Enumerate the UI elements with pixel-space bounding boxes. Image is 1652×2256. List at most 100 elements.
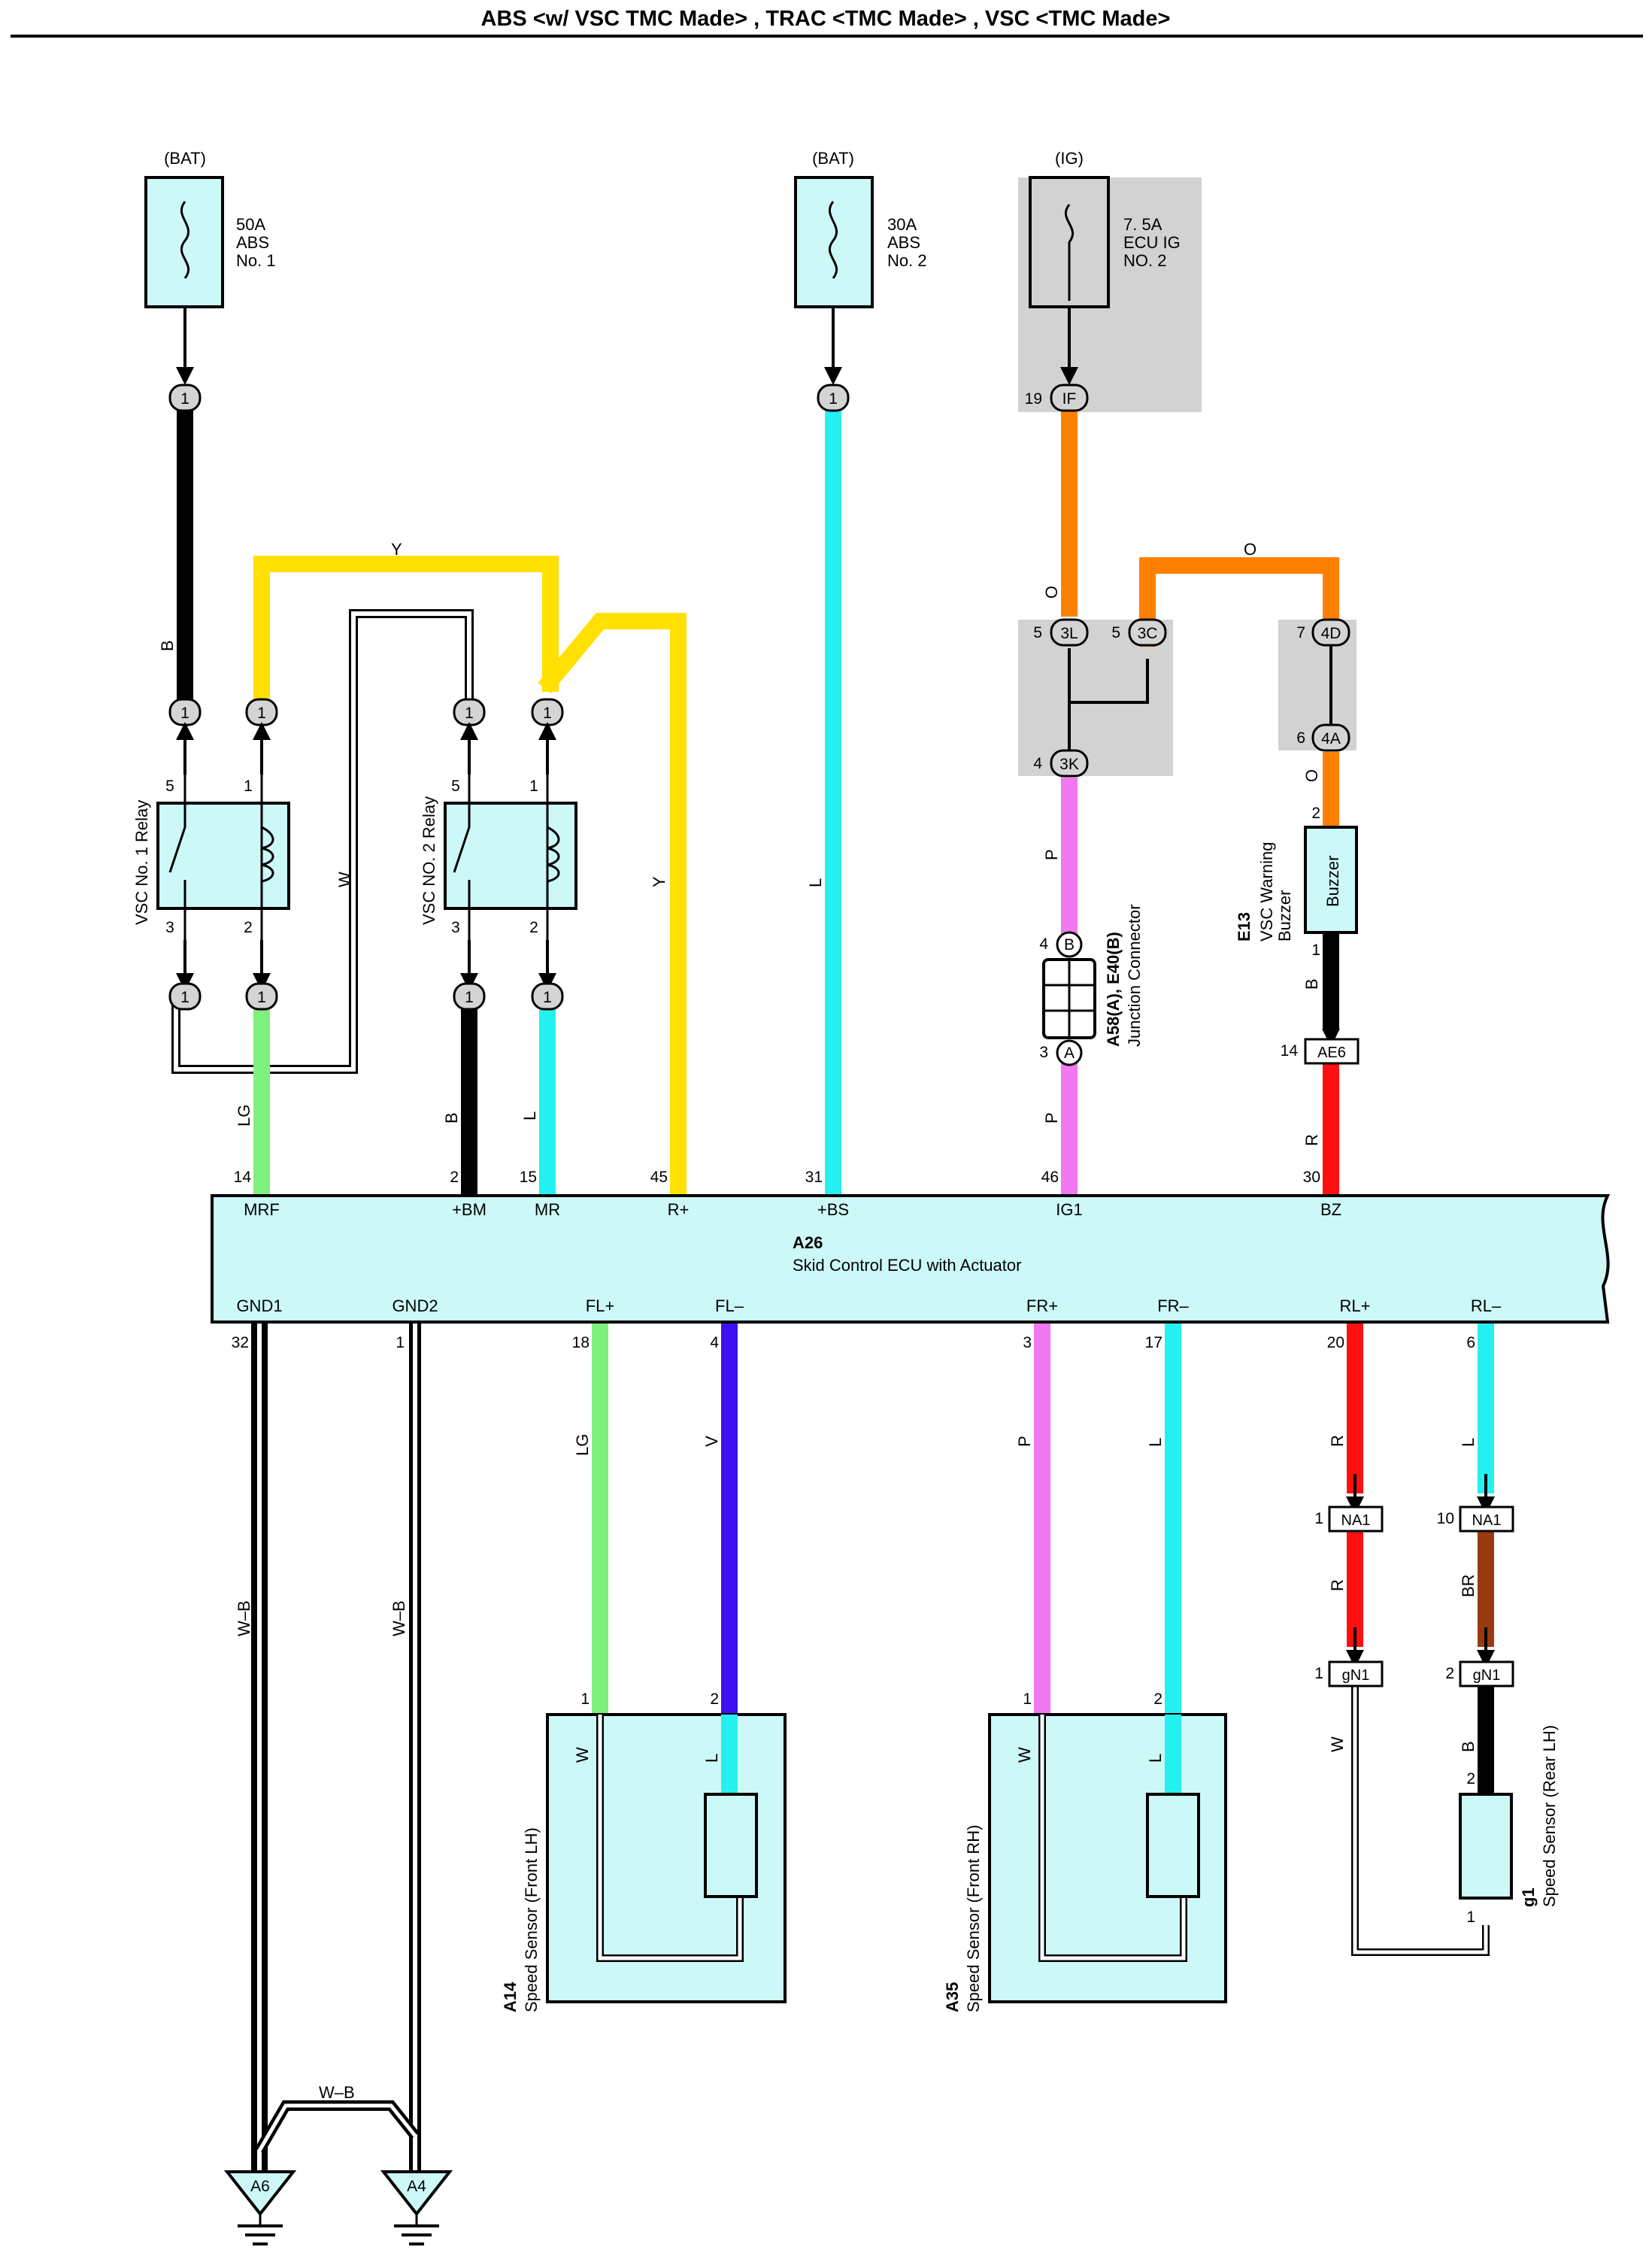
svg-text:A26: A26 [793, 1233, 823, 1252]
svg-text:1: 1 [580, 1690, 590, 1708]
svg-text:5: 5 [165, 778, 174, 795]
ecu-terminal-name: IG1 [1056, 1200, 1082, 1219]
ecu-terminal-name: GND1 [236, 1296, 282, 1315]
svg-text:Speed Sensor (Front LH): Speed Sensor (Front LH) [522, 1827, 541, 2012]
relay-vsc-2: 1 1 5 1 3 2 1 1 VSC NO. 2 Relay [420, 698, 577, 1011]
svg-text:3C: 3C [1138, 625, 1158, 642]
svg-text:6: 6 [1296, 729, 1305, 747]
svg-text:1: 1 [465, 705, 474, 722]
svg-text:P: P [1042, 1112, 1061, 1123]
svg-text:E13: E13 [1235, 912, 1253, 942]
svg-text:g1: g1 [1519, 1888, 1538, 1907]
svg-text:A58(A), E40(B): A58(A), E40(B) [1104, 932, 1123, 1047]
svg-text:B: B [442, 1112, 461, 1123]
svg-text:A14: A14 [501, 1982, 520, 2012]
ecu-terminal-name: GND2 [392, 1296, 438, 1315]
svg-text:BR: BR [1459, 1574, 1478, 1597]
svg-text:2: 2 [244, 919, 253, 936]
svg-text:gN1: gN1 [1342, 1667, 1370, 1684]
ecu-a26: A26 Skid Control ECU with Actuator [211, 1194, 1611, 1324]
svg-text:Junction Connector: Junction Connector [1125, 904, 1144, 1047]
svg-text:1: 1 [465, 989, 474, 1006]
svg-text:Skid Control ECU with Actuator: Skid Control ECU with Actuator [793, 1256, 1021, 1275]
svg-text:L: L [1459, 1438, 1478, 1447]
ecu-terminal-name: +BM [452, 1200, 487, 1219]
svg-text:AE6: AE6 [1317, 1045, 1346, 1061]
ecu-pin-number: 30 [1303, 1169, 1320, 1186]
svg-text:ABS: ABS [236, 233, 269, 252]
svg-text:2: 2 [1466, 1770, 1475, 1788]
svg-text:1: 1 [1466, 1909, 1475, 1926]
svg-text:4D: 4D [1321, 625, 1341, 642]
connector-na1-gn1: 1 NA1 10 NA1 1 gN1 2 gN1 [1314, 1474, 1514, 1687]
junction-connector-a58-e40: 4 B 3 A A58(A), E40(B) Junction Connecto… [1039, 904, 1144, 1066]
svg-text:1: 1 [543, 705, 552, 722]
svg-text:W–B: W–B [390, 1600, 408, 1636]
svg-text:1: 1 [180, 705, 189, 722]
svg-text:Speed Sensor (Front RH): Speed Sensor (Front RH) [964, 1825, 983, 2012]
svg-text:30A: 30A [887, 215, 917, 234]
ecu-terminal-name: MRF [244, 1200, 280, 1219]
ecu-pin-number: 31 [805, 1169, 823, 1186]
svg-text:L: L [702, 1754, 721, 1763]
wire-labels: B Y W Y L O O P P O B R LG B L W–B W–B W… [158, 540, 1478, 2102]
svg-text:P: P [1042, 849, 1061, 860]
speed-sensor-a14: 1 2 A14 Speed Sensor (Front LH) [501, 1690, 787, 2012]
svg-text:B: B [158, 640, 177, 651]
svg-text:10: 10 [1437, 1510, 1454, 1527]
svg-text:2: 2 [1311, 805, 1320, 822]
wire-y [253, 556, 687, 1196]
ground-a4: A4 [380, 2170, 453, 2245]
speed-sensor-g1: 2 1 g1 Speed Sensor (Rear LH) [1459, 1725, 1559, 1926]
svg-text:W–B: W–B [235, 1600, 253, 1636]
ecu-terminal-name: +BS [817, 1200, 849, 1219]
svg-text:B: B [1302, 978, 1321, 990]
svg-text:gN1: gN1 [1473, 1667, 1501, 1684]
svg-text:19: 19 [1025, 390, 1042, 408]
svg-text:L: L [1146, 1754, 1165, 1763]
svg-text:1: 1 [244, 778, 253, 795]
svg-text:1: 1 [1314, 1510, 1323, 1527]
svg-text:P: P [1015, 1436, 1034, 1447]
svg-text:W: W [573, 1747, 592, 1763]
svg-text:A35: A35 [943, 1982, 962, 2012]
svg-text:NO. 2: NO. 2 [1123, 251, 1166, 270]
svg-text:A4: A4 [407, 2178, 426, 2195]
svg-text:Buzzer: Buzzer [1275, 890, 1294, 942]
svg-text:IF: IF [1062, 390, 1077, 408]
ecu-terminal-name: FR– [1157, 1296, 1189, 1315]
speed-sensor-a35: 1 2 A35 Speed Sensor (Front RH) [943, 1690, 1227, 2012]
svg-text:(BAT): (BAT) [164, 149, 206, 168]
svg-text:2: 2 [529, 919, 538, 936]
svg-text:2: 2 [1153, 1690, 1162, 1708]
svg-text:ABS: ABS [887, 233, 920, 252]
ecu-terminal-name: FL– [715, 1296, 744, 1315]
ecu-terminal-name: RL+ [1340, 1296, 1371, 1315]
fuse-1: (BAT) 50A ABS No. 1 1 [144, 149, 276, 412]
svg-text:1: 1 [529, 778, 538, 795]
ecu-pin-number: 1 [396, 1334, 405, 1351]
svg-text:R: R [1328, 1435, 1347, 1447]
svg-text:5: 5 [1033, 624, 1042, 641]
ecu-pin-number: 4 [710, 1334, 719, 1351]
svg-text:A: A [1064, 1045, 1075, 1062]
svg-text:W–B: W–B [319, 2083, 355, 2102]
svg-text:5: 5 [451, 778, 460, 795]
ecu-pin-number: 32 [232, 1334, 249, 1351]
svg-text:Speed Sensor (Rear LH): Speed Sensor (Rear LH) [1540, 1725, 1559, 1907]
ecu-pin-number: 6 [1466, 1334, 1475, 1351]
fuse-2: (BAT) 30A ABS No. 2 1 [794, 149, 927, 412]
ecu-pin-number: 18 [572, 1334, 590, 1351]
svg-text:1: 1 [829, 390, 838, 408]
svg-text:4A: 4A [1321, 730, 1341, 747]
svg-text:Buzzer: Buzzer [1323, 856, 1342, 907]
svg-text:L: L [806, 878, 825, 887]
ecu-pin-number: 45 [650, 1169, 668, 1186]
svg-text:(BAT): (BAT) [812, 149, 854, 168]
svg-text:1: 1 [180, 390, 189, 408]
svg-text:R: R [1302, 1134, 1321, 1146]
svg-text:B: B [1459, 1741, 1478, 1752]
